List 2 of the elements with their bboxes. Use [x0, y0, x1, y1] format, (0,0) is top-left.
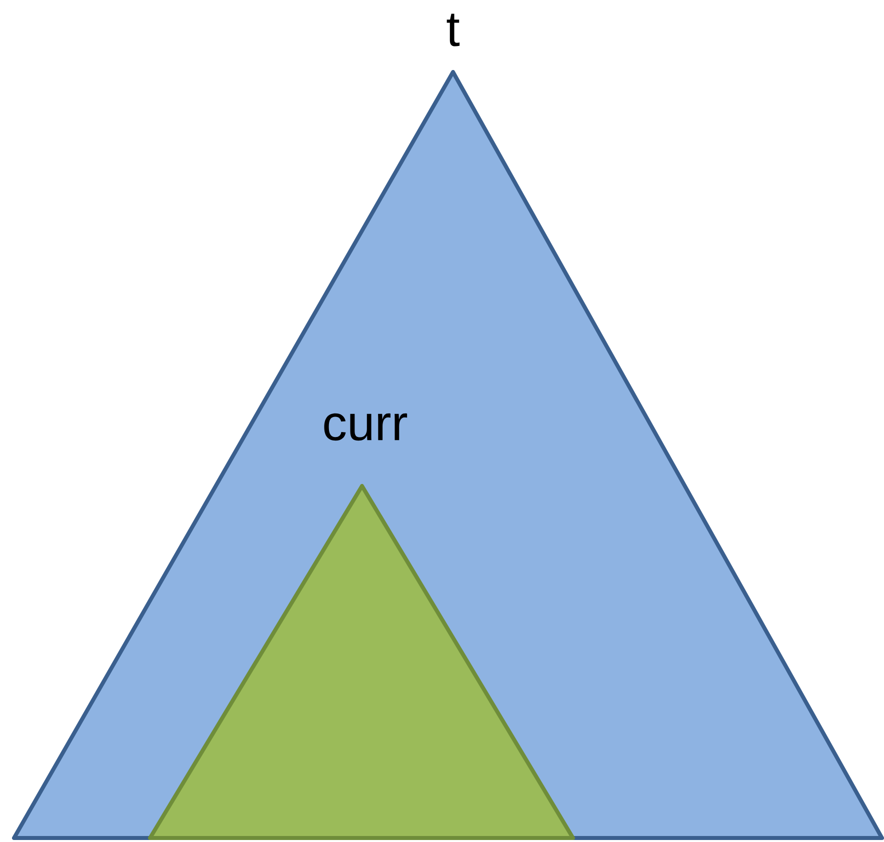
triangle: curr — [148, 413, 575, 840]
node-label: curr — [324, 413, 408, 441]
